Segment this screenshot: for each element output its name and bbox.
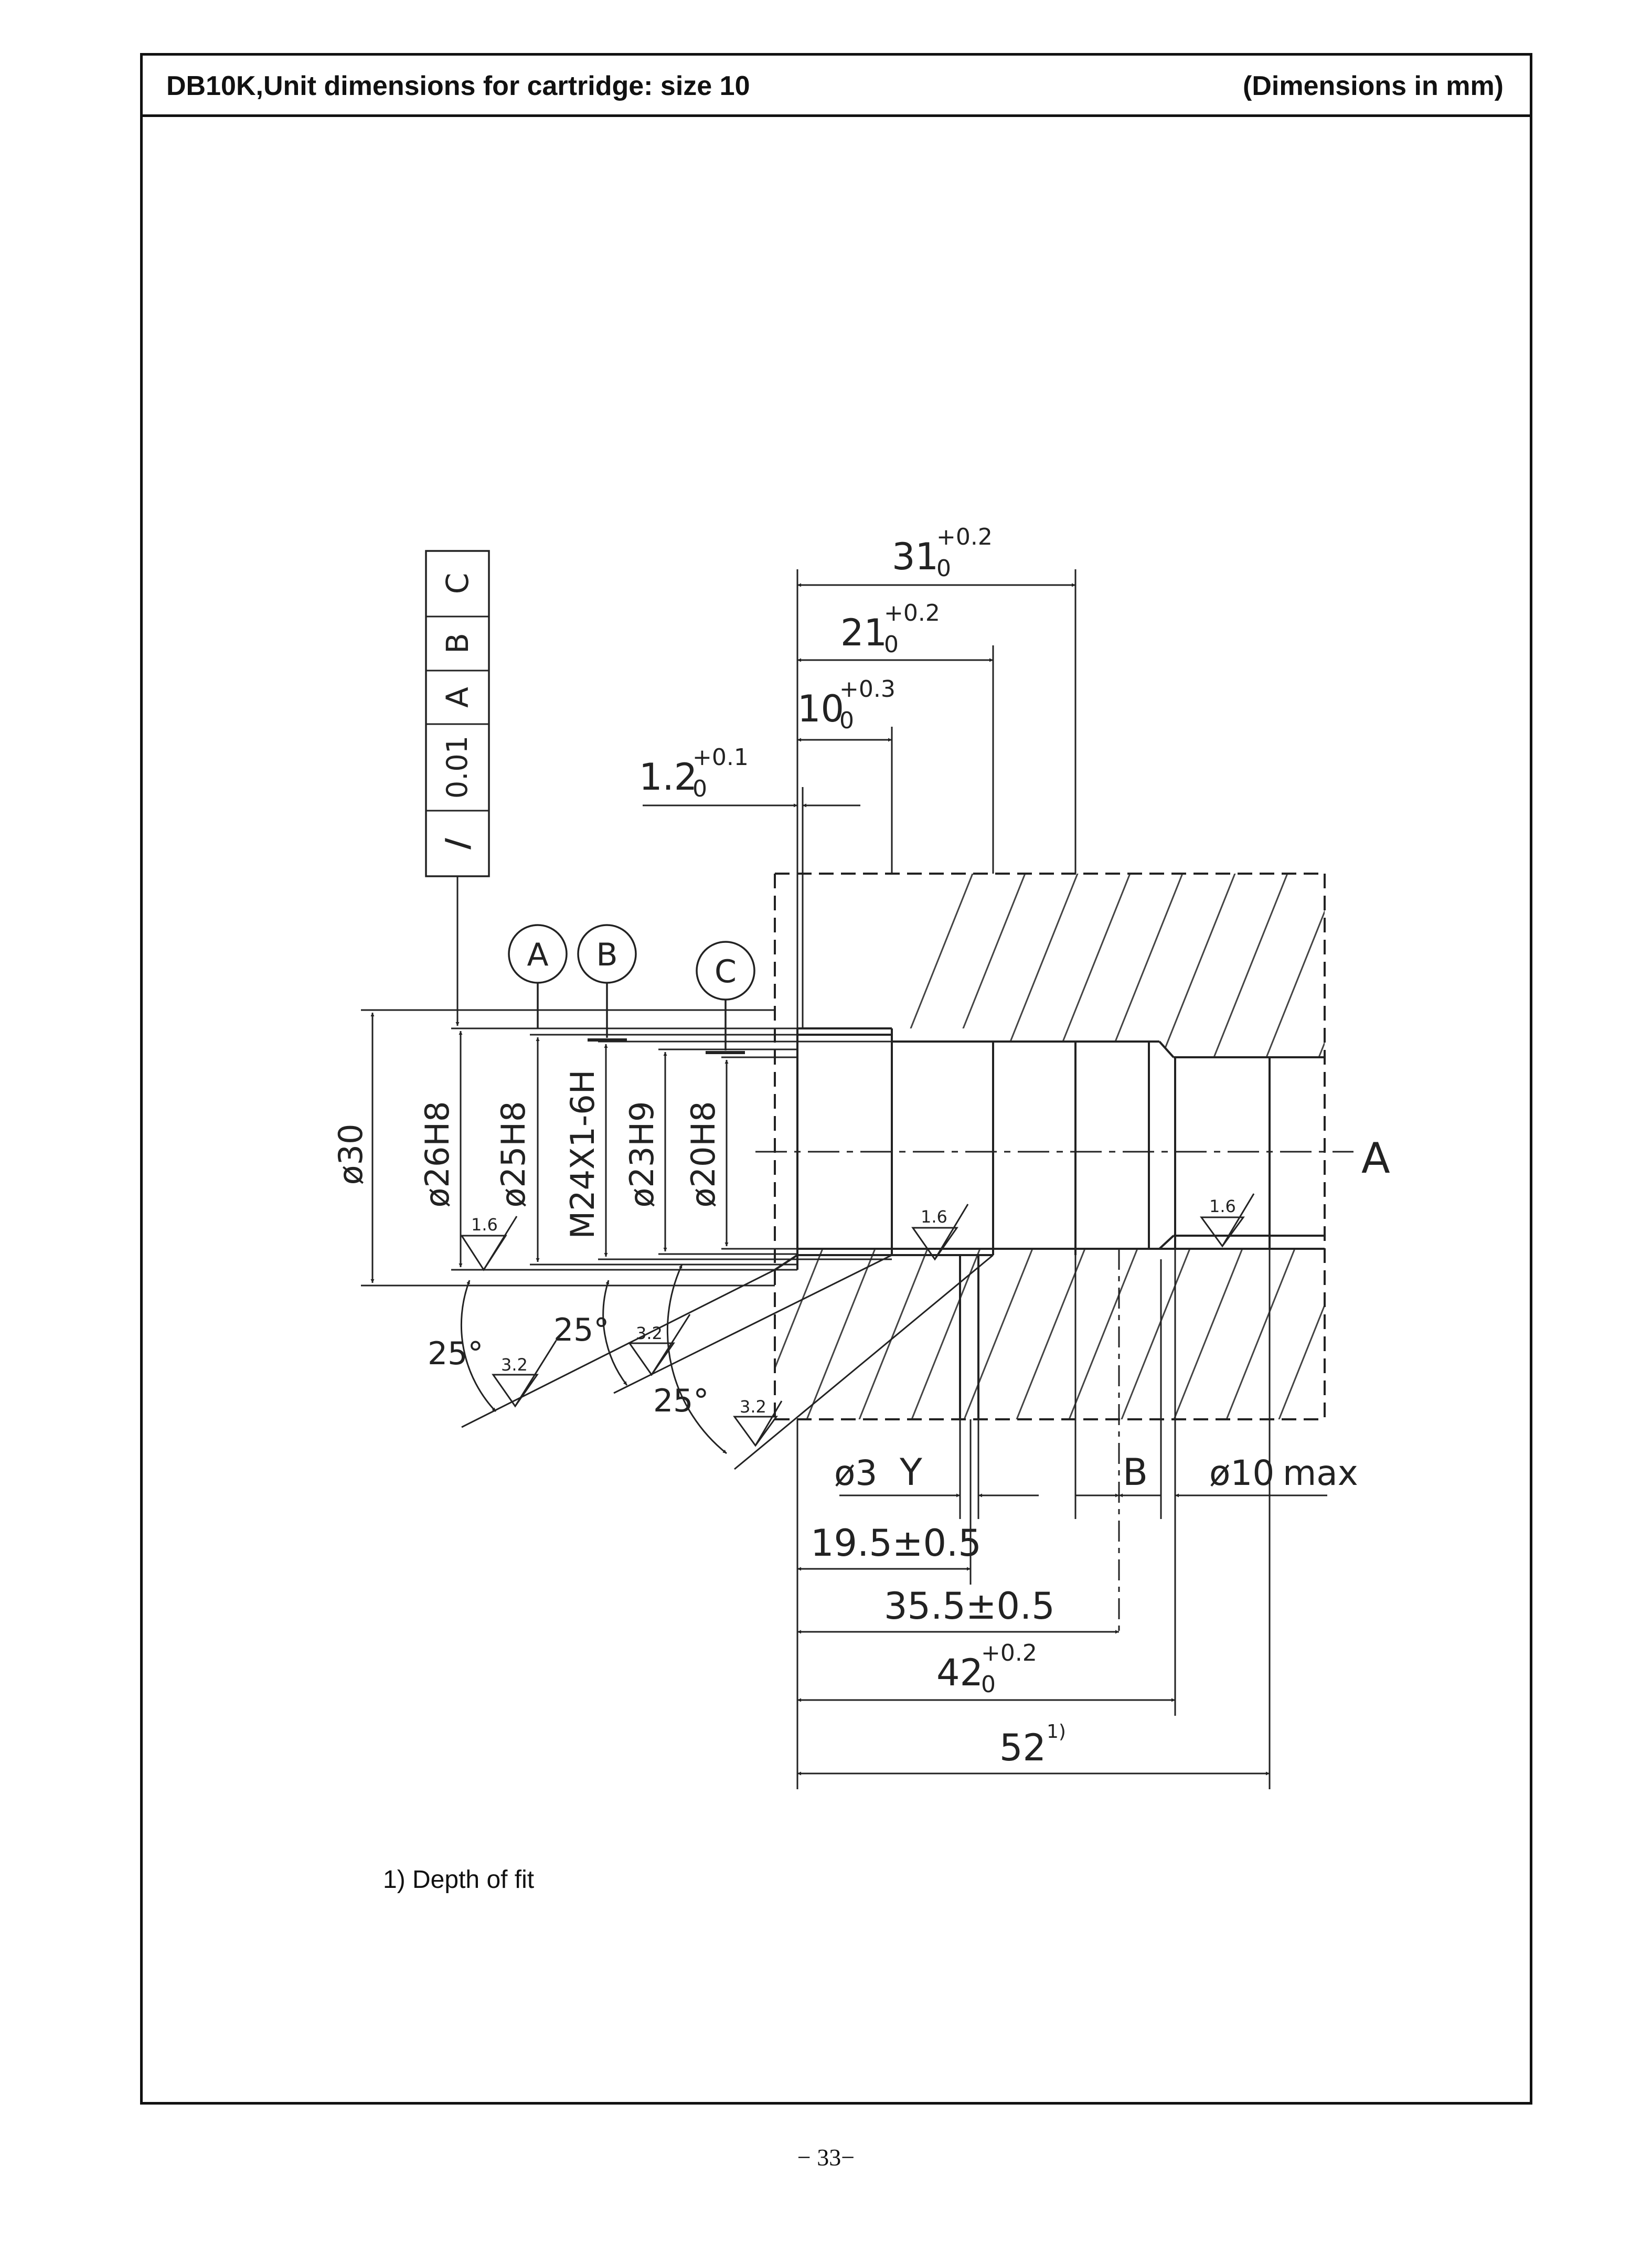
block-hatching — [775, 874, 1325, 1419]
angle-25-right: 25° — [653, 1383, 709, 1419]
dim-10-tol-lower: 0 — [839, 707, 854, 734]
bottom-extension-lines — [796, 1249, 1271, 1789]
axis-datum-a-label: A — [1361, 1134, 1390, 1183]
dia20-label: ø20H8 — [684, 1101, 722, 1208]
dim-1-2-value: 1.2 — [639, 756, 697, 799]
dim-dia10-max: max — [1283, 1453, 1358, 1493]
b-port-label: B — [1123, 1451, 1148, 1494]
datum-a-balloon-label: A — [527, 937, 548, 973]
runout-symbol: / — [439, 838, 476, 849]
tolerance-datum-c: C — [440, 573, 475, 594]
datum-b-balloon-label: B — [596, 937, 617, 973]
dim-21-tol-lower: 0 — [884, 631, 899, 658]
angle-arcs — [460, 1254, 994, 1470]
dim-dia10: ø10 — [1209, 1453, 1274, 1493]
angle-25-middle: 25° — [553, 1312, 609, 1348]
finish-1-6-c: 1.6 — [1209, 1196, 1236, 1216]
dim-dia3: ø3 — [834, 1453, 877, 1493]
dim-1-2-tol-lower: 0 — [692, 776, 707, 802]
bottom-dimension-lines — [797, 1493, 1327, 1776]
bottom-dimension-texts: ø3 Y B ø10 max 19.5±0.5 35.5±0.5 42 +0.2… — [811, 1451, 1358, 1769]
dia25-label: ø25H8 — [494, 1101, 532, 1208]
dim-42-tol-upper: +0.2 — [981, 1640, 1037, 1666]
finish-3-2-a: 3.2 — [501, 1355, 528, 1375]
top-extension-lines — [796, 569, 1077, 1028]
dim-52-value: 52 — [999, 1726, 1046, 1769]
dim-21-tol-upper: +0.2 — [884, 600, 940, 626]
finish-1-6-a: 1.6 — [471, 1215, 498, 1235]
dim-19-5: 19.5±0.5 — [811, 1522, 982, 1565]
header-bar: DB10K,Unit dimensions for cartridge: siz… — [143, 56, 1530, 117]
finish-3-2-c: 3.2 — [740, 1397, 766, 1417]
y-port-label: Y — [899, 1451, 922, 1494]
datum-balloons — [508, 924, 755, 1054]
page-frame: DB10K,Unit dimensions for cartridge: siz… — [140, 53, 1532, 2105]
tolerance-value: 0.01 — [441, 736, 474, 799]
dia23-label: ø23H9 — [623, 1101, 661, 1208]
angle-labels: 25° 25° 25° — [428, 1312, 709, 1419]
tolerance-datum-b: B — [440, 633, 475, 654]
cavity-bore — [774, 1027, 1325, 1419]
dim-42-tol-lower: 0 — [981, 1671, 996, 1698]
datum-c-balloon-label: C — [715, 953, 737, 990]
top-dimension-lines — [643, 583, 1075, 808]
page-title: DB10K,Unit dimensions for cartridge: siz… — [166, 71, 750, 101]
tolerance-frame: C B A 0.01 / — [425, 550, 490, 1026]
tolerance-datum-a: A — [440, 687, 475, 708]
units-note: (Dimensions in mm) — [1243, 71, 1504, 101]
finish-1-6-b: 1.6 — [921, 1207, 947, 1227]
dim-35-5: 35.5±0.5 — [884, 1585, 1055, 1628]
diameter-labels: ø30 ø26H8 ø25H8 M24X1-6H ø23H9 ø20H8 — [332, 1070, 722, 1239]
dim-21-value: 21 — [840, 611, 887, 654]
m24-label: M24X1-6H — [563, 1070, 602, 1239]
dia26-label: ø26H8 — [418, 1101, 456, 1208]
dim-1-2-tol-upper: +0.1 — [692, 744, 749, 771]
dim-42-value: 42 — [936, 1651, 983, 1694]
dim-31-tol-upper: +0.2 — [936, 524, 993, 550]
footnote: 1) Depth of fit — [383, 1866, 535, 1894]
dia30-label: ø30 — [332, 1124, 370, 1185]
dim-31-tol-lower: 0 — [936, 555, 951, 582]
dim-10-value: 10 — [797, 687, 844, 730]
angle-25-left: 25° — [428, 1335, 483, 1372]
surface-finish-values: 1.6 1.6 1.6 3.2 3.2 3.2 — [471, 1196, 1236, 1417]
dim-31-value: 31 — [892, 535, 939, 578]
dim-10-tol-upper: +0.3 — [839, 676, 896, 703]
top-dimension-texts: 31 +0.2 0 21 +0.2 0 10 +0.3 0 1.2 +0.1 0 — [639, 524, 993, 802]
page-number: − 33− — [797, 2144, 855, 2171]
diameter-extension-lines — [361, 1009, 892, 1287]
block-outline — [774, 873, 1326, 1420]
dim-52-footnote-ref: 1) — [1047, 1721, 1066, 1743]
diameter-dimension-lines — [370, 1013, 729, 1283]
